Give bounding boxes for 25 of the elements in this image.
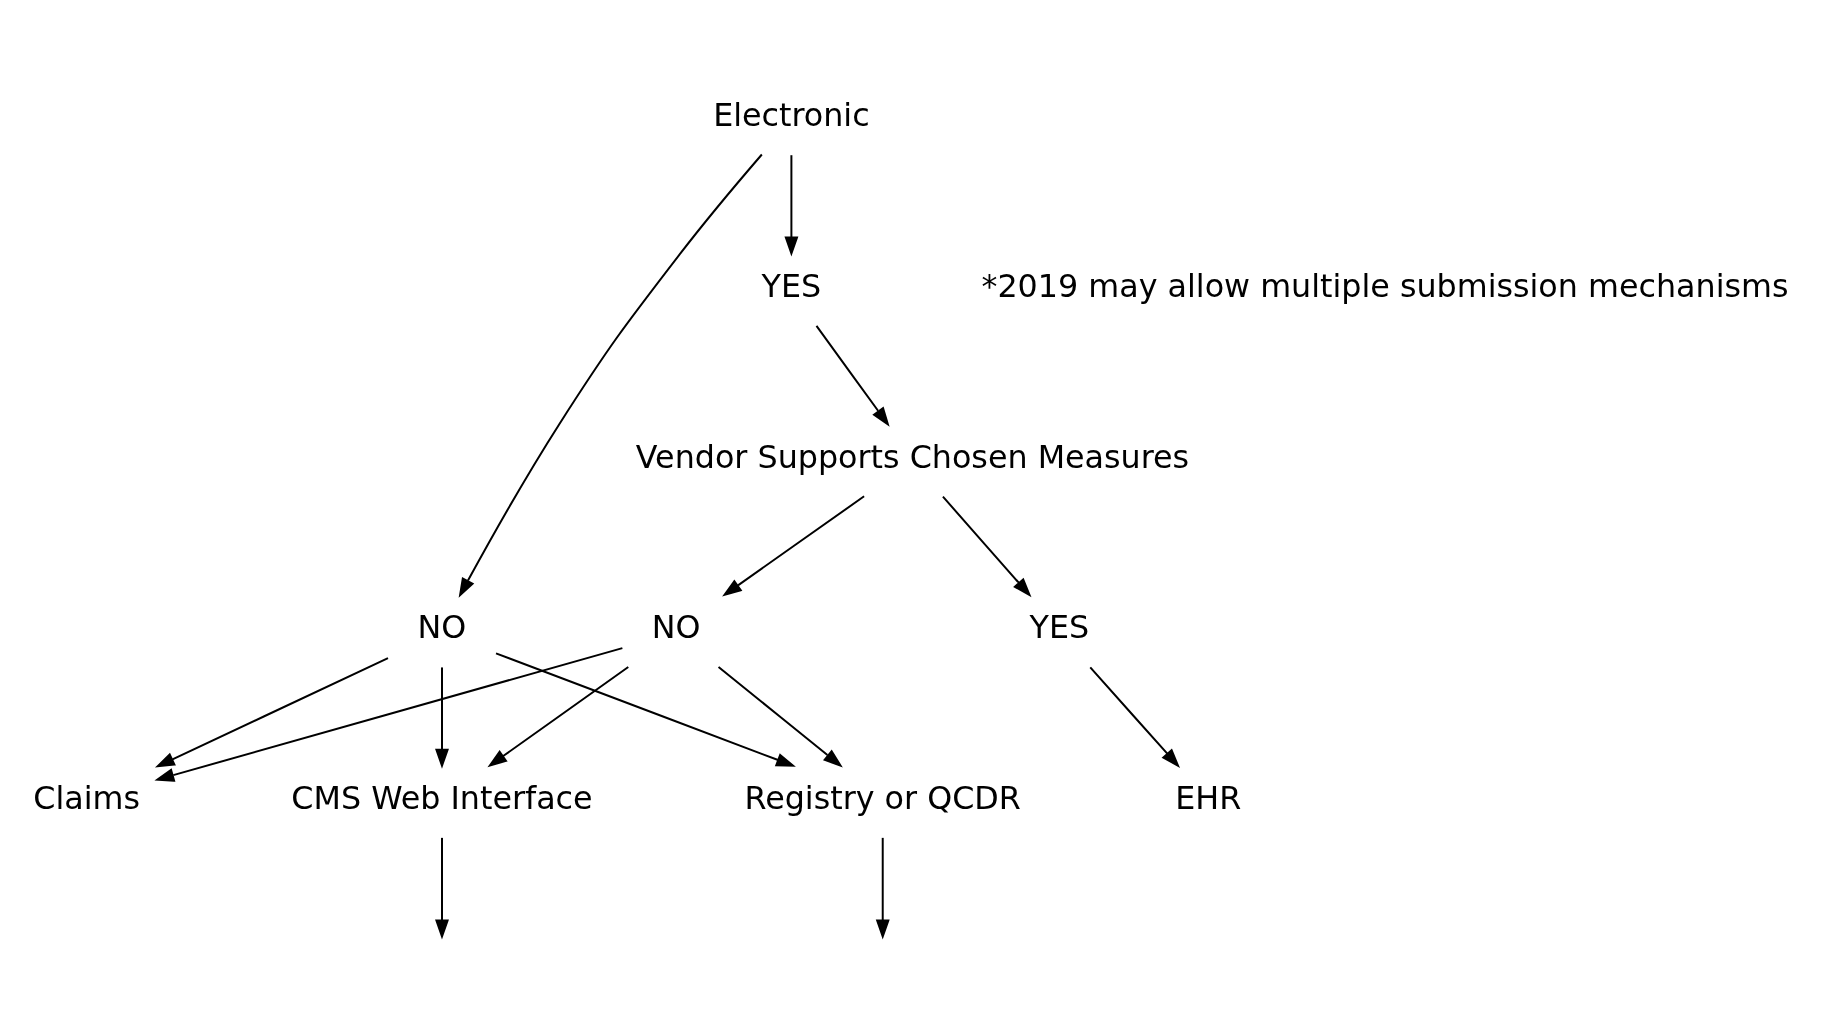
arrow (154, 647, 624, 782)
node-text: Registry or QCDR (744, 780, 1021, 817)
arrow (941, 495, 1032, 598)
arrow (1089, 666, 1181, 768)
arrow (154, 657, 389, 768)
node-text: YES (1029, 609, 1090, 646)
arrow (435, 666, 449, 769)
node-text: YES (761, 267, 822, 304)
node-text: Vendor Supports Chosen Measures (635, 438, 1190, 475)
node-text: CMS Web Interface (291, 780, 593, 817)
node-text: Claims (33, 780, 140, 817)
arrow (495, 652, 796, 767)
arrow (815, 324, 890, 427)
arrow (487, 666, 630, 768)
node-text: EHR (1175, 780, 1242, 817)
label: *2019 may allow multiple submission mechanisms (981, 267, 1789, 304)
node-text: Electronic (713, 97, 870, 134)
node-text: NO (651, 609, 701, 646)
arrow (717, 666, 843, 768)
arrow (435, 836, 449, 940)
arrow (458, 153, 763, 598)
arrow (722, 495, 866, 597)
node-text: NO (417, 609, 467, 646)
arrow (875, 836, 890, 940)
arrow (784, 154, 799, 257)
